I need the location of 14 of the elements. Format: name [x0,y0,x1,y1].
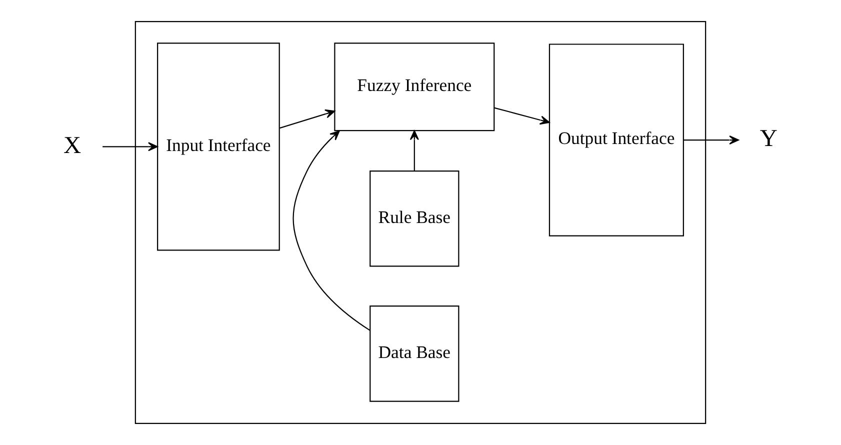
arrow [684,135,740,145]
arrow [102,142,158,152]
cluster [134,21,706,424]
node-box: Output Interface [548,44,684,236]
node-text: X [64,132,82,159]
arrow [410,130,419,171]
node-box: Rule Base [370,170,460,267]
node-box: Fuzzy Inference [334,42,495,132]
node-box: Data Base [370,306,460,402]
arrow [494,107,550,125]
node-box: Input Interface [157,42,280,251]
node-text: Y [760,125,778,152]
arrow [280,109,336,129]
arrow [292,130,370,331]
